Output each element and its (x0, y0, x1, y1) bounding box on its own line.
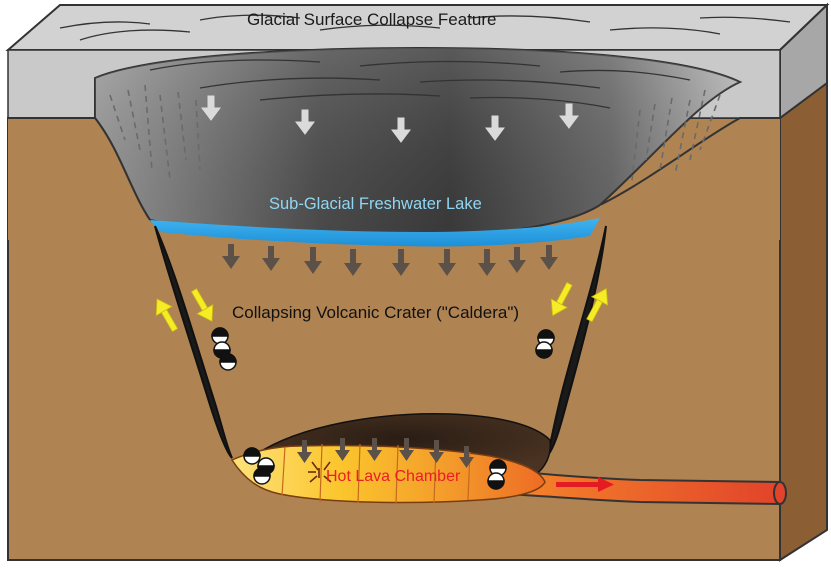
down-arrow-icon (559, 103, 579, 129)
subglacial-lake (150, 218, 600, 247)
down-arrow-icon (508, 247, 526, 273)
down-arrow-icon (222, 244, 240, 269)
down-arrow-icon (201, 95, 221, 121)
down-arrow-icon (295, 109, 315, 135)
down-arrow-icon (429, 440, 444, 463)
lake-label: Sub-Glacial Freshwater Lake (269, 195, 482, 213)
ground-side (779, 81, 828, 562)
ground-down-arrows (222, 244, 558, 276)
yellow-down-arrow-icon (550, 281, 573, 317)
ground-bank-left (8, 118, 150, 240)
down-arrow-icon (297, 440, 312, 463)
down-arrow-icon (399, 438, 414, 461)
ground-bank-right (600, 118, 780, 240)
down-arrow-icon (367, 438, 382, 461)
fault-marker-icon (535, 341, 553, 359)
lava-conduit-end (773, 481, 787, 505)
explosion-star-icon (308, 461, 332, 483)
down-arrow-icon (438, 249, 456, 276)
chamber-markers (243, 447, 507, 490)
down-arrow-icon (392, 249, 410, 276)
lava-label: Hot Lava Chamber (326, 468, 461, 485)
down-arrow-icon (304, 247, 322, 274)
ice-cracks (59, 14, 791, 109)
yellow-up-arrow-icon (155, 298, 179, 333)
down-arrow-icon (335, 438, 350, 461)
fault-marker-icon (211, 327, 229, 345)
fault-marker-icon (489, 459, 507, 477)
ice-depression-shade (95, 48, 740, 237)
caldera-label: Collapsing Volcanic Crater ("Caldera") (232, 303, 519, 322)
fault-marker-icon (487, 472, 505, 490)
ice-down-arrows (201, 95, 579, 143)
down-arrow-icon (478, 249, 496, 276)
down-arrow-icon (459, 446, 474, 468)
fault-left (154, 225, 233, 459)
down-arrow-icon (262, 246, 280, 271)
fault-markers (211, 327, 555, 371)
down-arrow-icon (391, 117, 411, 143)
yellow-up-arrow-icon (586, 287, 609, 323)
ice-wall-streaks (109, 84, 721, 181)
fault-marker-icon (219, 353, 237, 371)
down-arrow-icon (540, 245, 558, 270)
down-arrow-icon (344, 249, 362, 276)
fault-marker-icon (243, 447, 261, 465)
surface-title: Glacial Surface Collapse Feature (247, 10, 496, 29)
yellow-arrows (155, 281, 609, 333)
red-arrow-icon (556, 477, 614, 492)
fault-marker-icon (253, 467, 271, 485)
down-arrow-icon (485, 115, 505, 141)
chamber-down-arrows (297, 438, 474, 468)
yellow-down-arrow-icon (190, 288, 214, 322)
